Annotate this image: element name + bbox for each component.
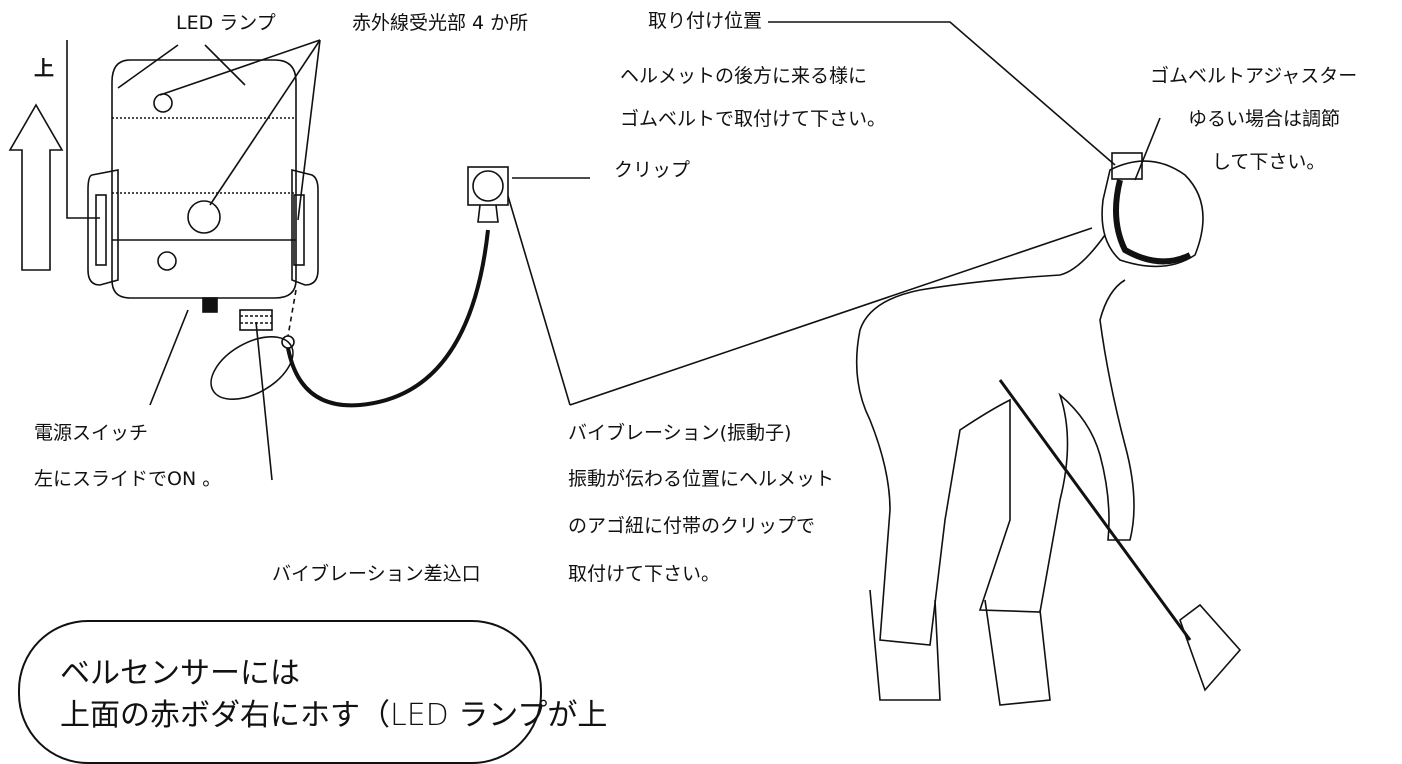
adjuster-desc-line-2: して下さい。: [1212, 151, 1326, 173]
led-lamp-label: LED ランプ: [176, 12, 276, 34]
vibrator-desc-line-1: 振動が伝わる位置にヘルメット: [568, 468, 835, 490]
power-switch-label: 電源スイッチ: [34, 422, 149, 444]
speaker: [157, 251, 177, 271]
note-title: ベルセンサーには: [60, 656, 300, 691]
note-line-2: 上面の赤ボダ右にホす（LED ランプが上: [60, 698, 608, 733]
vibrator-desc-line-2: のアゴ紐に付帯のクリップで: [568, 515, 816, 537]
up-label: 上: [34, 56, 54, 80]
mount-desc-line-1: ヘルメットの後方に来る様に: [620, 65, 868, 87]
up-arrow: [8, 103, 64, 271]
ir-receiver: [187, 200, 221, 234]
power-switch: [202, 297, 218, 313]
vibrator-desc-line-3: 取付けて下さい。: [568, 563, 721, 585]
vibration-port-label: バイブレーション差込口: [272, 563, 481, 585]
vibration-plug: [239, 309, 273, 331]
mount-position-label: 取り付け位置: [648, 10, 763, 32]
clip-label: クリップ: [614, 159, 691, 181]
diagram-artwork: [8, 21, 1242, 706]
device-body: [111, 59, 297, 299]
adjuster-desc-line-1: ゆるい場合は調節: [1188, 108, 1341, 130]
ir-receivers-label: 赤外線受光部 4 か所: [352, 12, 529, 34]
device-bracket: [87, 169, 119, 286]
vibrator-cable: [286, 229, 490, 408]
worker-figure: [855, 152, 1242, 706]
helmet-sensor: [1111, 152, 1143, 180]
led-lamp: [153, 93, 173, 113]
vibrator-label: バイブレーション(振動子): [568, 422, 792, 444]
clip: [467, 166, 509, 206]
power-switch-desc: 左にスライドでON 。: [34, 468, 222, 490]
mount-desc-line-2: ゴムベルトで取付けて下さい。: [620, 108, 887, 130]
note-box: ベルセンサーには 上面の赤ボダ右にホす（LED ランプが上: [18, 620, 607, 764]
adjuster-label: ゴムベルトアジャスター: [1150, 65, 1358, 87]
vibrator-disc: [210, 335, 294, 401]
